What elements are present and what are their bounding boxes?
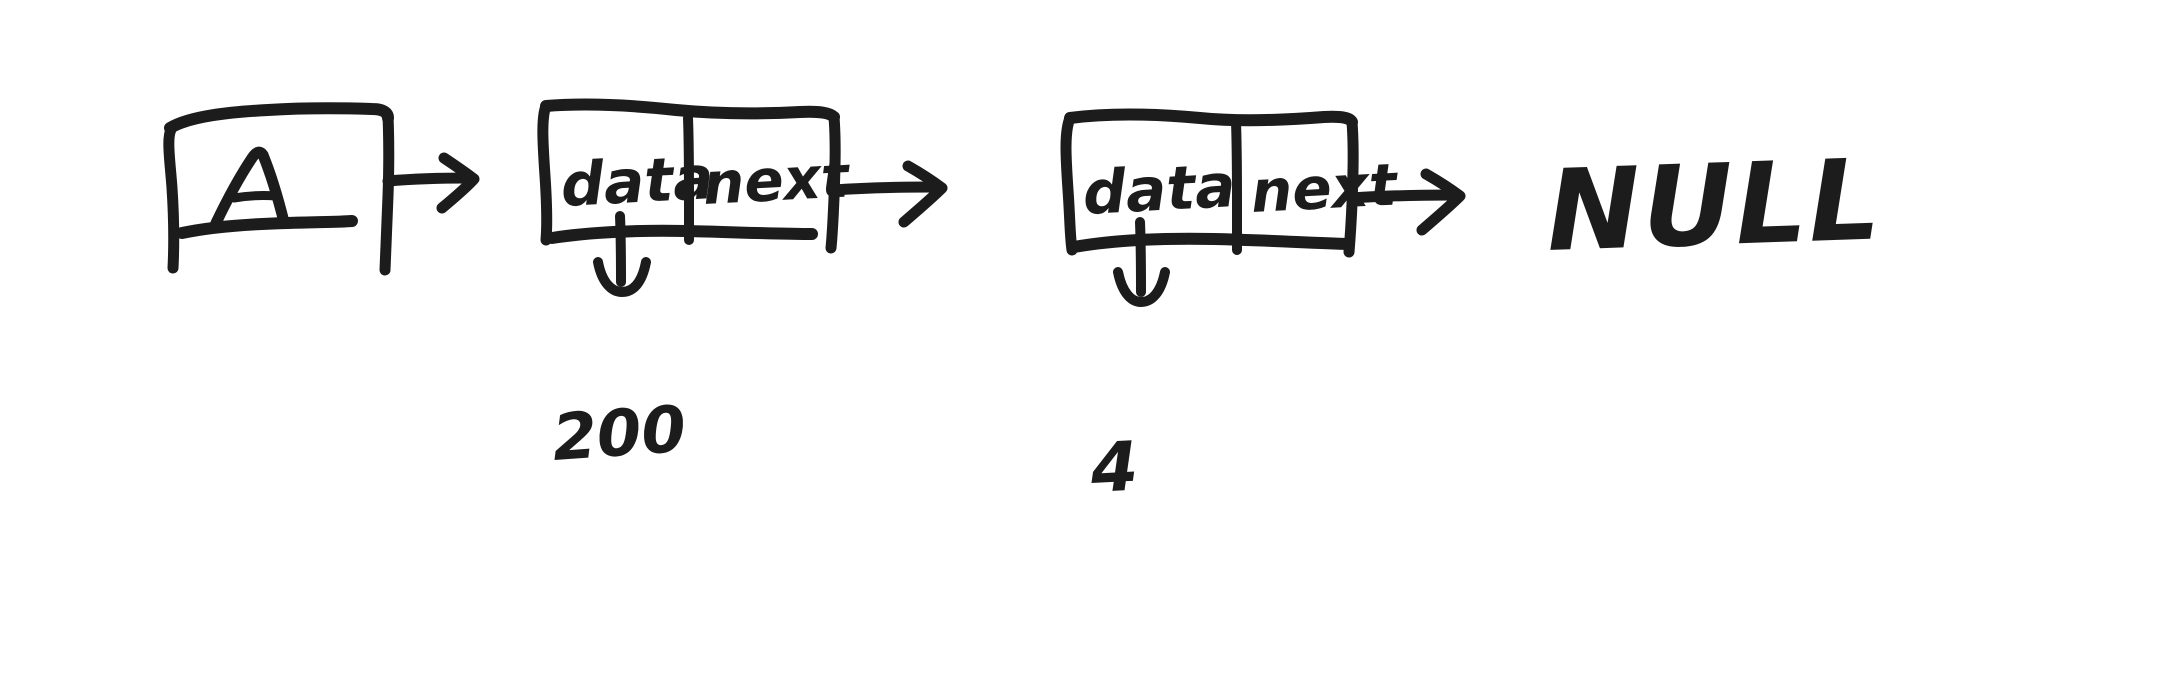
value-arrow-node1	[593, 211, 651, 297]
value-arrow-node2	[1113, 217, 1170, 307]
value-arrow-node1-hook	[593, 257, 651, 297]
node2-top-edge	[1064, 108, 1358, 128]
head-box-top-edge	[164, 102, 394, 134]
head-pointer-box[interactable]: A	[163, 102, 395, 276]
null-terminator: NULL	[1544, 135, 1884, 277]
value-arrow-node2-shaft	[1135, 217, 1146, 297]
head-label-A	[210, 146, 290, 229]
node2-cell-data-label: data	[1081, 151, 1237, 229]
arrow-node1-to-node2	[828, 160, 948, 228]
node1-left-edge	[537, 100, 553, 246]
node-1[interactable]: data next	[537, 98, 853, 254]
head-box-left-edge	[163, 122, 180, 274]
node2-bottom-edge	[1068, 232, 1354, 253]
head-box-right-edge	[379, 110, 395, 276]
letter-a-crossbar	[229, 191, 281, 203]
node2-value-label: 4	[1088, 428, 1140, 509]
arrow-head-to-node1	[382, 152, 480, 214]
node1-data-text: data	[559, 143, 715, 221]
node1-bottom-edge	[546, 224, 818, 244]
arrow2-head	[898, 160, 948, 228]
node1-next-text: next	[701, 142, 852, 218]
value-arrow-node1-shaft	[615, 211, 626, 287]
node1-cell-data-label: data	[559, 143, 715, 221]
node1-value-text: 200	[550, 393, 688, 476]
value-arrow-node2-hook	[1113, 267, 1170, 307]
node-2[interactable]: data next	[1060, 108, 1401, 258]
arrow-node2-to-null	[1346, 168, 1466, 236]
arrow3-shaft	[1346, 189, 1458, 204]
node1-value-label: 200	[550, 393, 688, 476]
node2-cell-divider	[1231, 117, 1242, 255]
arrow3-head	[1416, 168, 1466, 236]
node2-left-edge	[1060, 112, 1078, 256]
node2-data-text: data	[1081, 151, 1237, 229]
node1-right-edge	[825, 111, 841, 254]
node1-top-edge	[540, 98, 840, 123]
node2-next-text: next	[1249, 150, 1400, 226]
node2-value-text: 4	[1088, 428, 1140, 509]
arrow1-shaft	[382, 172, 474, 187]
node1-cell-divider	[683, 113, 694, 245]
node2-cell-next-label: next	[1249, 150, 1400, 226]
null-terminator-text: NULL	[1544, 135, 1884, 277]
letter-a-right-stroke	[257, 149, 290, 228]
arrow1-head	[436, 152, 480, 214]
node1-cell-next-label: next	[701, 142, 852, 218]
arrow2-shaft	[828, 181, 940, 196]
